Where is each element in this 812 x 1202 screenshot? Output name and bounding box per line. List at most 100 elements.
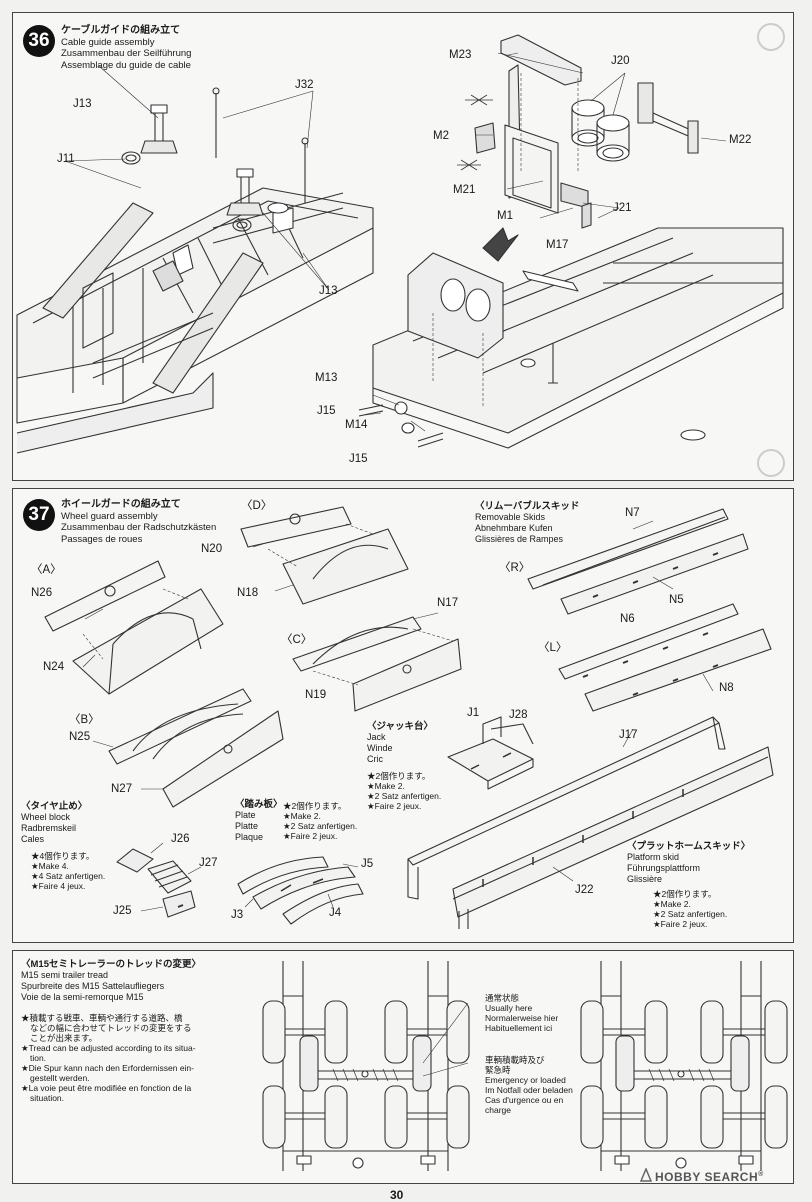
caption-jp: 車輌積載時及び bbox=[485, 1055, 545, 1065]
note-line: ★2 Satz anfertigen. bbox=[653, 909, 728, 919]
part-label: N8 bbox=[719, 682, 734, 694]
caption-de: Winde bbox=[367, 743, 393, 753]
step-number-badge: 37 bbox=[23, 499, 55, 531]
group-label: 〈R〉 bbox=[499, 562, 531, 574]
plate-note: ★2個作ります。 ★Make 2. ★2 Satz anfertigen. ★F… bbox=[283, 801, 357, 841]
part-label: J27 bbox=[199, 857, 218, 869]
caption-de: Abnehmbare Kufen bbox=[475, 523, 553, 533]
jack-note: ★2個作ります。 ★Make 2. ★2 Satz anfertigen. ★F… bbox=[367, 771, 441, 811]
part-label: J20 bbox=[611, 55, 630, 67]
note-line: ★2個作ります。 bbox=[653, 889, 717, 899]
note-line: gestellt werden. bbox=[30, 1073, 90, 1083]
caption-en: Jack bbox=[367, 732, 386, 742]
part-label: J4 bbox=[329, 907, 342, 919]
note-line: ★2個作ります。 bbox=[283, 801, 347, 811]
note-line: ★4個作ります。 bbox=[31, 851, 95, 861]
platform-skid-note: ★2個作ります。 ★Make 2. ★2 Satz anfertigen. ★F… bbox=[653, 889, 727, 929]
note-line: ★Make 2. bbox=[653, 899, 691, 909]
step-37-drawing bbox=[44, 506, 774, 929]
wheel-block-caption: 〈タイヤ止め〉 Wheel block Radbremskeil Cales bbox=[21, 801, 87, 845]
caption-en: M15 semi trailer tread bbox=[21, 970, 109, 980]
jack-caption: 〈ジャッキ台〉 Jack Winde Cric bbox=[367, 721, 433, 765]
part-label: J22 bbox=[575, 884, 594, 896]
caption-fr: Plaque bbox=[235, 832, 264, 842]
caption-fr: Cric bbox=[367, 754, 383, 764]
part-label: J21 bbox=[613, 202, 632, 214]
part-label: N25 bbox=[69, 731, 91, 743]
part-label: J25 bbox=[113, 905, 132, 917]
note-line: ★Faire 2 jeux. bbox=[283, 831, 338, 841]
group-label: 〈C〉 bbox=[281, 634, 313, 646]
part-label: J28 bbox=[509, 709, 528, 721]
tread-note: ★積載する戦車、車輌や通行する道路、橋 などの幅に合わせてトレッドの変更をする … bbox=[21, 1013, 196, 1103]
watermark-symbol-icon bbox=[757, 23, 785, 51]
tread-panel: 〈M15セミトレーラーのトレッドの変更〉 M15 semi trailer tr… bbox=[12, 950, 794, 1184]
note-line: ★Make 4. bbox=[31, 861, 69, 871]
part-label: M13 bbox=[315, 372, 338, 384]
part-label: J26 bbox=[171, 833, 190, 845]
part-label: N20 bbox=[201, 543, 223, 555]
caption-fr: Voie de la semi-remorque M15 bbox=[21, 992, 144, 1002]
plate-caption: 〈踏み板〉 Plate Platte Plaque bbox=[235, 799, 283, 843]
title-en: Cable guide assembly bbox=[61, 36, 155, 48]
part-label: J11 bbox=[57, 153, 75, 165]
note-line: ことが出来ます。 bbox=[30, 1033, 98, 1043]
part-label: M22 bbox=[729, 134, 752, 146]
watermark-mark: ® bbox=[758, 1171, 764, 1178]
caption-de: Platte bbox=[235, 821, 259, 831]
step-36-panel: 36 ケーブルガイドの組み立て Cable guide assembly Zus… bbox=[12, 12, 794, 481]
note-line: ★Faire 2 jeux. bbox=[367, 801, 422, 811]
caption-jp: 緊急時 bbox=[485, 1065, 511, 1075]
caption-jp: 〈タイヤ止め〉 bbox=[21, 801, 88, 812]
caption-en: Wheel block bbox=[21, 812, 71, 822]
note-line: ★Tread can be adjusted according to its … bbox=[21, 1043, 196, 1053]
title-fr: Passages de roues bbox=[61, 533, 143, 545]
note-line: ★La voie peut être modifiée en fonction … bbox=[21, 1083, 192, 1093]
note-line: tion. bbox=[30, 1053, 47, 1063]
title-fr: Assemblage du guide de cable bbox=[61, 59, 191, 71]
caption-en: Removable Skids bbox=[475, 512, 546, 522]
part-label: M1 bbox=[497, 210, 513, 222]
step-number-badge: 36 bbox=[23, 25, 55, 57]
title-jp: ホイールガードの組み立て bbox=[61, 499, 181, 510]
note-line: ★Faire 4 jeux. bbox=[31, 881, 86, 891]
title-en: Wheel guard assembly bbox=[61, 510, 158, 522]
caption-en: Platform skid bbox=[627, 852, 680, 862]
note-line: ★4 Satz anfertigen. bbox=[31, 871, 106, 881]
part-label: J13 bbox=[73, 98, 92, 110]
usual-position-caption: 通常状態 Usually here Normalerweise hier Hab… bbox=[485, 993, 558, 1033]
caption-fr: Cales bbox=[21, 834, 45, 844]
title-jp: ケーブルガイドの組み立て bbox=[61, 25, 181, 36]
part-label: J15 bbox=[349, 453, 368, 465]
part-label: J32 bbox=[295, 79, 314, 91]
group-label: 〈B〉 bbox=[69, 714, 100, 726]
caption-fr: Glissières de Rampes bbox=[475, 534, 564, 544]
wheel-block-note: ★4個作ります。 ★Make 4. ★4 Satz anfertigen. ★F… bbox=[31, 851, 105, 891]
part-label: N6 bbox=[620, 613, 635, 625]
note-line: ★積載する戦車、車輌や通行する道路、橋 bbox=[21, 1013, 183, 1023]
part-label: M17 bbox=[546, 239, 569, 251]
caption-fr: charge bbox=[485, 1105, 511, 1115]
platform-skid-caption: 〈プラットホームスキッド〉 Platform skid Führungsplat… bbox=[627, 841, 750, 885]
caption-en: Emergency or loaded bbox=[485, 1075, 566, 1085]
caption-de: Normalerweise hier bbox=[485, 1013, 559, 1023]
watermark-text: HOBBY SEARCH bbox=[655, 1170, 759, 1184]
part-label: N24 bbox=[43, 661, 65, 673]
tread-drawing bbox=[262, 961, 788, 1171]
caption-de: Im Notfall oder beladen bbox=[485, 1085, 573, 1095]
part-label: J5 bbox=[361, 858, 374, 870]
page-number: 30 bbox=[390, 1188, 404, 1202]
caption-de: Führungsplattform bbox=[627, 863, 701, 873]
part-label: J13 bbox=[319, 285, 338, 297]
part-label: J15 bbox=[317, 405, 336, 417]
note-line: ★Make 2. bbox=[283, 811, 321, 821]
part-label: M21 bbox=[453, 184, 476, 196]
caption-en: Plate bbox=[235, 810, 256, 820]
part-label: N27 bbox=[111, 783, 133, 795]
note-line: ★2個作ります。 bbox=[367, 771, 431, 781]
caption-jp: 〈リムーバブルスキッド bbox=[475, 501, 580, 512]
part-label: N17 bbox=[437, 597, 459, 609]
caption-fr: Cas d'urgence ou en bbox=[485, 1095, 564, 1105]
note-line: などの幅に合わせてトレッドの変更をする bbox=[30, 1023, 192, 1033]
step-37-panel: 37 ホイールガードの組み立て Wheel guard assembly Zus… bbox=[12, 488, 794, 943]
